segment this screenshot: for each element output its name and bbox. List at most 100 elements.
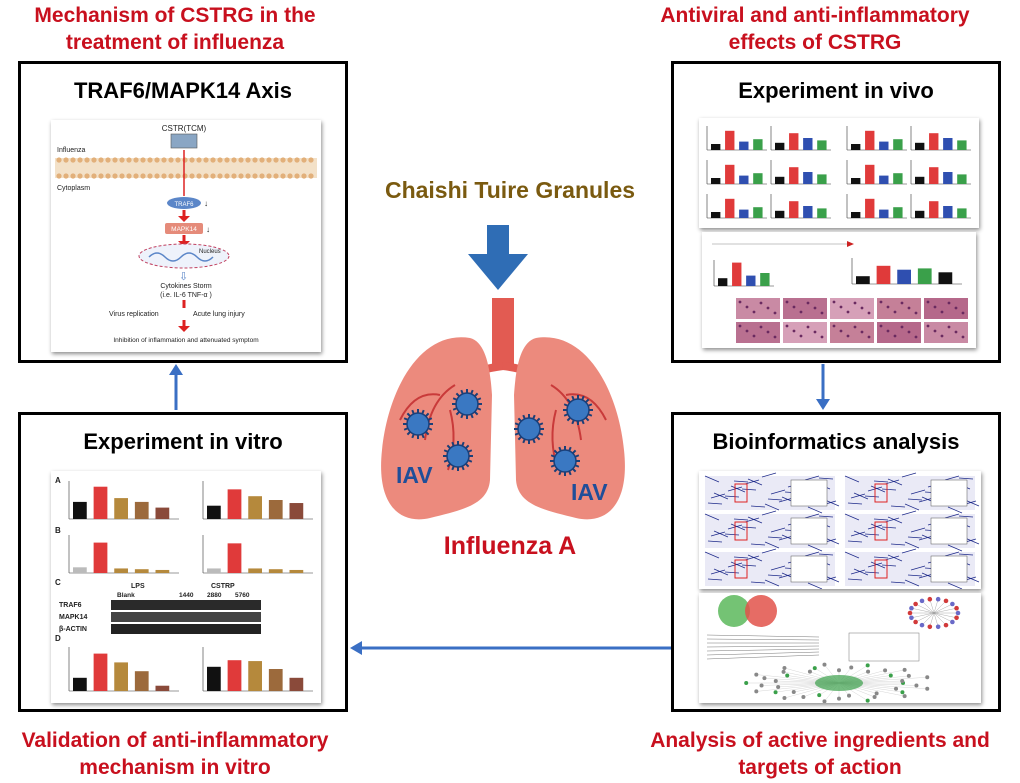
thumbnail-bar — [817, 208, 827, 218]
binding-site-box — [874, 521, 888, 541]
lipid-head — [252, 157, 258, 163]
thumbnail-bar — [711, 144, 721, 150]
inset-box — [930, 555, 968, 583]
protein-strand — [824, 499, 840, 507]
protein-strand — [944, 475, 960, 481]
protein-strand — [847, 502, 863, 505]
thumbnail-bar — [893, 207, 903, 218]
label-cytokines-detail: (i.e. IL-6 TNF-α ) — [160, 292, 212, 299]
protein-strand — [887, 516, 903, 524]
network-node — [773, 690, 778, 695]
lipid-head — [273, 157, 279, 163]
thumbnail-bar — [268, 569, 283, 573]
svg-text:↓: ↓ — [206, 225, 210, 234]
lipid-head — [105, 173, 111, 179]
label-cytokines: Cytokines Storm — [160, 283, 212, 290]
lipid-head — [189, 157, 195, 163]
lipid-head — [168, 157, 174, 163]
section-c: C — [55, 578, 61, 587]
network-node — [950, 601, 955, 607]
virus-body — [455, 392, 479, 416]
cell-nucleus — [820, 335, 824, 339]
panel-title-bio: Bioinformatics analysis — [712, 429, 960, 454]
caption-analysis: Analysis of active ingredients and targe… — [620, 727, 1020, 781]
network-node — [762, 676, 767, 681]
thumbnail-bar — [711, 212, 721, 218]
thumbnail-bar — [851, 212, 861, 218]
thumbnail-bar — [897, 269, 911, 284]
lipid-head — [259, 173, 265, 179]
lipid-head — [266, 173, 272, 179]
lipid-head — [196, 157, 202, 163]
protein-strand — [904, 579, 920, 587]
lipid-head — [98, 157, 104, 163]
inset-box — [790, 555, 828, 583]
network-node — [927, 596, 933, 602]
enrichment-row — [706, 634, 820, 638]
cell-nucleus — [846, 334, 850, 338]
network-node — [817, 693, 822, 698]
cell-nucleus — [940, 334, 944, 338]
protein-strand — [707, 540, 723, 543]
caption-mechanism-line2: treatment of influenza — [65, 31, 285, 54]
thumbnail-bar — [879, 141, 889, 150]
vitro-panels: A B C D LPS CSTRP Blank 1440 2880 5760 T… — [55, 476, 313, 692]
thumbnail-bar — [718, 278, 728, 286]
lipid-head — [301, 173, 307, 179]
thumbnail-bar — [915, 142, 925, 150]
cell-nucleus — [947, 325, 951, 329]
thumbnail-bar — [134, 671, 149, 691]
thumbnail-bar — [207, 666, 221, 691]
lipid-head — [154, 173, 160, 179]
binding-site-box — [874, 559, 888, 579]
cell-nucleus — [907, 306, 911, 310]
label-mapk14: MAPK14 — [171, 226, 197, 233]
caption-analysis-line2: targets of action — [738, 756, 902, 779]
lipid-head — [224, 173, 230, 179]
protein-strand — [901, 548, 917, 554]
lipid-head — [294, 173, 300, 179]
protein-strand — [747, 478, 763, 486]
label-cytoplasm: Cytoplasm — [57, 185, 90, 192]
virus-body — [446, 444, 470, 468]
cell-nucleus — [745, 305, 749, 309]
cell-nucleus — [900, 325, 904, 329]
blot-dose-3: 5760 — [235, 592, 250, 599]
cell-nucleus — [813, 330, 817, 334]
protein-strand — [713, 568, 729, 576]
histology-tile — [924, 298, 968, 319]
network-node — [943, 598, 949, 604]
protein-strand — [770, 489, 786, 495]
network-node — [919, 622, 925, 628]
protein-strand — [944, 551, 960, 557]
caption-analysis-line1: Analysis of active ingredients and — [650, 729, 990, 752]
protein-strand — [767, 498, 783, 501]
network-node — [913, 619, 918, 625]
protein-strand — [804, 475, 820, 481]
thumbnail-bar — [803, 206, 813, 218]
center-title: Chaishi Tuire Granules — [384, 177, 636, 203]
lipid-head — [119, 173, 125, 179]
cell-nucleus — [853, 325, 857, 329]
protein-strand — [844, 551, 860, 559]
thumbnail-bar — [893, 173, 903, 184]
network-node — [900, 678, 905, 683]
cell-nucleus — [752, 310, 756, 314]
thumbnail-bar — [865, 164, 875, 184]
cell-nucleus — [886, 305, 890, 309]
label-traf6: TRAF6 — [174, 202, 194, 208]
lipid-head — [280, 157, 286, 163]
thumbnail-bar — [73, 567, 87, 573]
lipid-head — [147, 173, 153, 179]
protein-strand — [864, 495, 880, 498]
network-edge — [911, 608, 935, 614]
protein-strand — [724, 571, 740, 574]
thumbnail-bar — [789, 167, 799, 184]
protein-strand — [873, 556, 889, 559]
lipid-head — [308, 173, 314, 179]
network-node — [954, 605, 959, 611]
network-edge — [933, 600, 947, 614]
protein-strand — [881, 526, 897, 529]
cell-nucleus — [832, 300, 836, 304]
protein-strand — [724, 533, 740, 536]
